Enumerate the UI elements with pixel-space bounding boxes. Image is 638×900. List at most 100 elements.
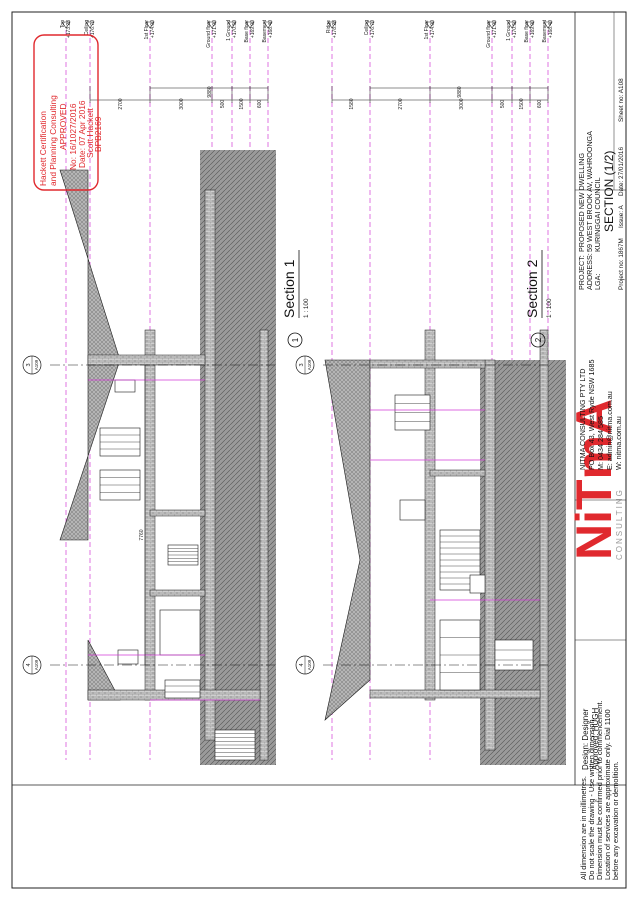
- company-logo-sub: CONSULTING: [615, 488, 624, 560]
- level-marker: [61, 21, 71, 29]
- level-name: 1st Floor: [424, 20, 430, 40]
- level-marker: [487, 21, 497, 29]
- level-rl: +171.00: [492, 20, 498, 38]
- dimension-label: 600: [257, 100, 263, 109]
- floor-slab: [259, 329, 269, 761]
- floor-slab: [484, 359, 496, 751]
- floor-slab: [424, 329, 436, 701]
- level-name: 1 Ground: [506, 20, 512, 41]
- design-info: Design: Designer Approved: HUGH: [581, 708, 600, 770]
- level-rl: +178.28: [332, 20, 338, 38]
- sheet-number: Sheet no: A108: [618, 78, 625, 122]
- design-line: Design: Designer: [581, 708, 590, 770]
- grid-sheet-ref: A109: [307, 359, 312, 370]
- approval-stamp: Hackett Certification and Planning Consu…: [33, 34, 103, 191]
- level-rl: +170.50: [232, 20, 238, 38]
- grid-sheet-ref: A109: [307, 659, 312, 670]
- stamp-line: Date: 07 Apr 2016: [77, 100, 87, 168]
- wall: [369, 359, 486, 369]
- window: [494, 639, 534, 671]
- roof: [324, 359, 371, 721]
- dimension-label: 1580: [349, 98, 355, 109]
- company-logo: NiTmA: [566, 399, 622, 560]
- section-2-drawing: [295, 21, 566, 765]
- section-1-label: Section 1: [281, 259, 297, 318]
- sheet-border: [11, 11, 627, 889]
- stamp-line: BPB2169: [93, 116, 103, 152]
- issue: Issue: A: [618, 205, 625, 228]
- stamp-line: and Planning Consulting: [48, 95, 58, 186]
- level-marker: [245, 21, 255, 29]
- dimension-label: 500: [500, 100, 506, 109]
- wall: [87, 354, 206, 366]
- note-line: Dimension must be confirmed prior to com…: [595, 701, 604, 881]
- level-name: Top: [60, 20, 66, 28]
- grid-number: 3: [299, 363, 305, 366]
- wall: [149, 509, 206, 517]
- level-marker: [507, 21, 517, 29]
- grid-sheet-ref: A109: [34, 359, 39, 370]
- level-rl: +169.00: [250, 20, 256, 38]
- address-value: 59 WEST BROOK AV, WAHROONGA: [585, 131, 594, 252]
- inner-dimension-label: 7760: [139, 529, 145, 540]
- level-rl: +176.70: [370, 20, 376, 38]
- window: [164, 679, 201, 699]
- stamp-line: No: 16/1027/2016: [68, 103, 78, 170]
- note-line: Do not scale the drawing - Use written d…: [587, 717, 596, 880]
- grid-number: 4: [26, 663, 32, 666]
- door: [159, 609, 201, 656]
- wall: [429, 469, 486, 477]
- date: Date: 27/01/2016: [618, 147, 625, 196]
- stamp-line: Scott Hackett: [85, 108, 95, 158]
- dimension-label: 3000: [179, 98, 185, 109]
- fixture: [117, 649, 139, 665]
- level-marker: [145, 21, 155, 29]
- approved-line: Approved: HUGH: [591, 708, 600, 770]
- dimension-label: 500: [220, 100, 226, 109]
- dimension-label: 2700: [118, 98, 124, 109]
- dimension-label: 2700: [398, 98, 404, 109]
- company-mobile: M: 0434 284 585: [596, 416, 605, 470]
- stamp-line: Hackett Certification: [38, 111, 48, 186]
- section-1-scale: 1 : 100: [303, 298, 310, 318]
- fixture: [469, 574, 486, 594]
- company-email: E: admin@nitma.com.au: [605, 391, 614, 470]
- level-rl: +168.40: [548, 20, 554, 38]
- level-marker: [425, 21, 435, 29]
- project-number: Project no: 1867M: [618, 238, 625, 290]
- overall-dimension-label: 9880: [457, 86, 463, 97]
- level-rl: +169.00: [530, 20, 536, 38]
- fixture: [399, 499, 426, 521]
- level-name: 1 Ground: [226, 20, 232, 41]
- level-marker: [263, 21, 273, 29]
- section-2-title: 2 Section 2 1 : 100: [524, 250, 553, 348]
- grid-sheet-ref: A109: [34, 659, 39, 670]
- level-rl: +176.70: [90, 20, 96, 38]
- company-name: NITMA CONSULTING PTY LTD: [578, 369, 587, 470]
- company-block: NiTmA CONSULTING NITMA CONSULTING PTY LT…: [566, 359, 624, 560]
- level-name: Base floor: [524, 20, 530, 43]
- lga-value: KURINGGAI COUNCIL: [593, 177, 602, 252]
- fixture: [114, 379, 136, 393]
- level-rl: +174.00: [150, 20, 156, 38]
- project-value: PROPOSED NEW DWELLING: [577, 153, 586, 252]
- level-rl: +171.00: [212, 20, 218, 38]
- company-address: PO Box 43, West Ryde NSW 1685: [587, 359, 596, 470]
- overall-dimension-label: 9880: [207, 86, 213, 97]
- level-name: Base floor: [244, 20, 250, 43]
- level-rl: +170.50: [512, 20, 518, 38]
- dimension-label: 3000: [459, 98, 465, 109]
- project-block: PROJECT: ADDRESS: LGA: PROPOSED NEW DWEL…: [577, 78, 625, 290]
- grid-number: 4: [299, 663, 305, 666]
- floor-slab: [539, 329, 549, 761]
- level-rl: +174.00: [430, 20, 436, 38]
- wall: [149, 589, 206, 597]
- floor-slab: [204, 189, 216, 741]
- level-name: Ceiling: [364, 20, 370, 36]
- section-2-label: Section 2: [524, 259, 540, 318]
- section-2-scale: 1 : 100: [546, 298, 553, 318]
- wall: [369, 689, 541, 699]
- level-name: 1st Floor: [144, 20, 150, 40]
- dimension-label: 600: [537, 100, 543, 109]
